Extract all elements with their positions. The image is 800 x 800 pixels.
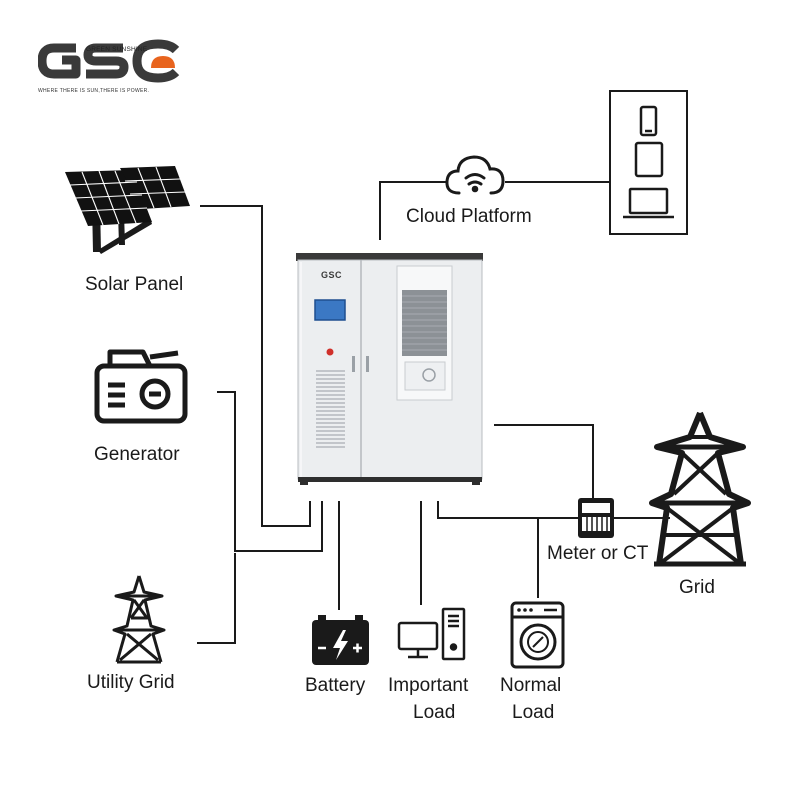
tablet-icon bbox=[634, 141, 664, 178]
washing-machine-icon bbox=[510, 601, 565, 669]
logo-mark bbox=[37, 39, 180, 83]
generator-label: Generator bbox=[94, 444, 180, 465]
utility-grid-connection-line bbox=[197, 553, 236, 644]
cabinet-ac-unit bbox=[396, 265, 453, 401]
utility-grid-tower-icon bbox=[112, 575, 166, 664]
cabinet-vent bbox=[316, 370, 345, 448]
generator-connection-line bbox=[217, 391, 323, 552]
company-logo: GREEN SUNSHINE WHERE THERE IS SUN,THERE … bbox=[37, 36, 188, 100]
normal-load-label-line1: Normal bbox=[500, 675, 562, 696]
meter-icon bbox=[578, 498, 614, 538]
cabinet-screen bbox=[314, 299, 346, 321]
devices-box bbox=[609, 90, 688, 235]
connection-lines bbox=[197, 181, 670, 644]
battery-icon bbox=[312, 615, 369, 665]
cabinet-indicator-light bbox=[326, 348, 334, 356]
solar-connection-line bbox=[200, 205, 311, 527]
meter-connection-line bbox=[494, 424, 594, 498]
grid-tower-icon bbox=[649, 411, 751, 567]
cloud-platform-label: Cloud Platform bbox=[406, 206, 532, 227]
important-load-label-line1: Important bbox=[388, 675, 469, 696]
laptop-icon bbox=[623, 187, 674, 219]
normal-load-label-line2: Load bbox=[512, 702, 555, 723]
storage-cabinet bbox=[296, 253, 483, 485]
phone-icon bbox=[639, 105, 658, 137]
logo-tagline: WHERE THERE IS SUN,THERE IS POWER. bbox=[38, 88, 150, 94]
important-load-label-line2: Load bbox=[413, 702, 456, 723]
utility-grid-label: Utility Grid bbox=[87, 672, 175, 693]
meter-label: Meter or CT bbox=[547, 543, 649, 564]
generator-icon bbox=[94, 349, 188, 424]
normal-load-connection-line bbox=[437, 501, 578, 519]
solar-panel-icon bbox=[65, 166, 190, 254]
battery-label: Battery bbox=[305, 675, 366, 696]
cloud-icon bbox=[445, 155, 505, 195]
cabinet-brand-logo: GSC bbox=[321, 270, 343, 280]
desktop-computer-icon bbox=[397, 607, 466, 661]
solar-panel-label: Solar Panel bbox=[85, 274, 184, 295]
cloud-connection-line bbox=[379, 181, 446, 240]
logo-small-text: GREEN SUNSHINE bbox=[86, 46, 148, 53]
grid-label: Grid bbox=[679, 577, 715, 598]
